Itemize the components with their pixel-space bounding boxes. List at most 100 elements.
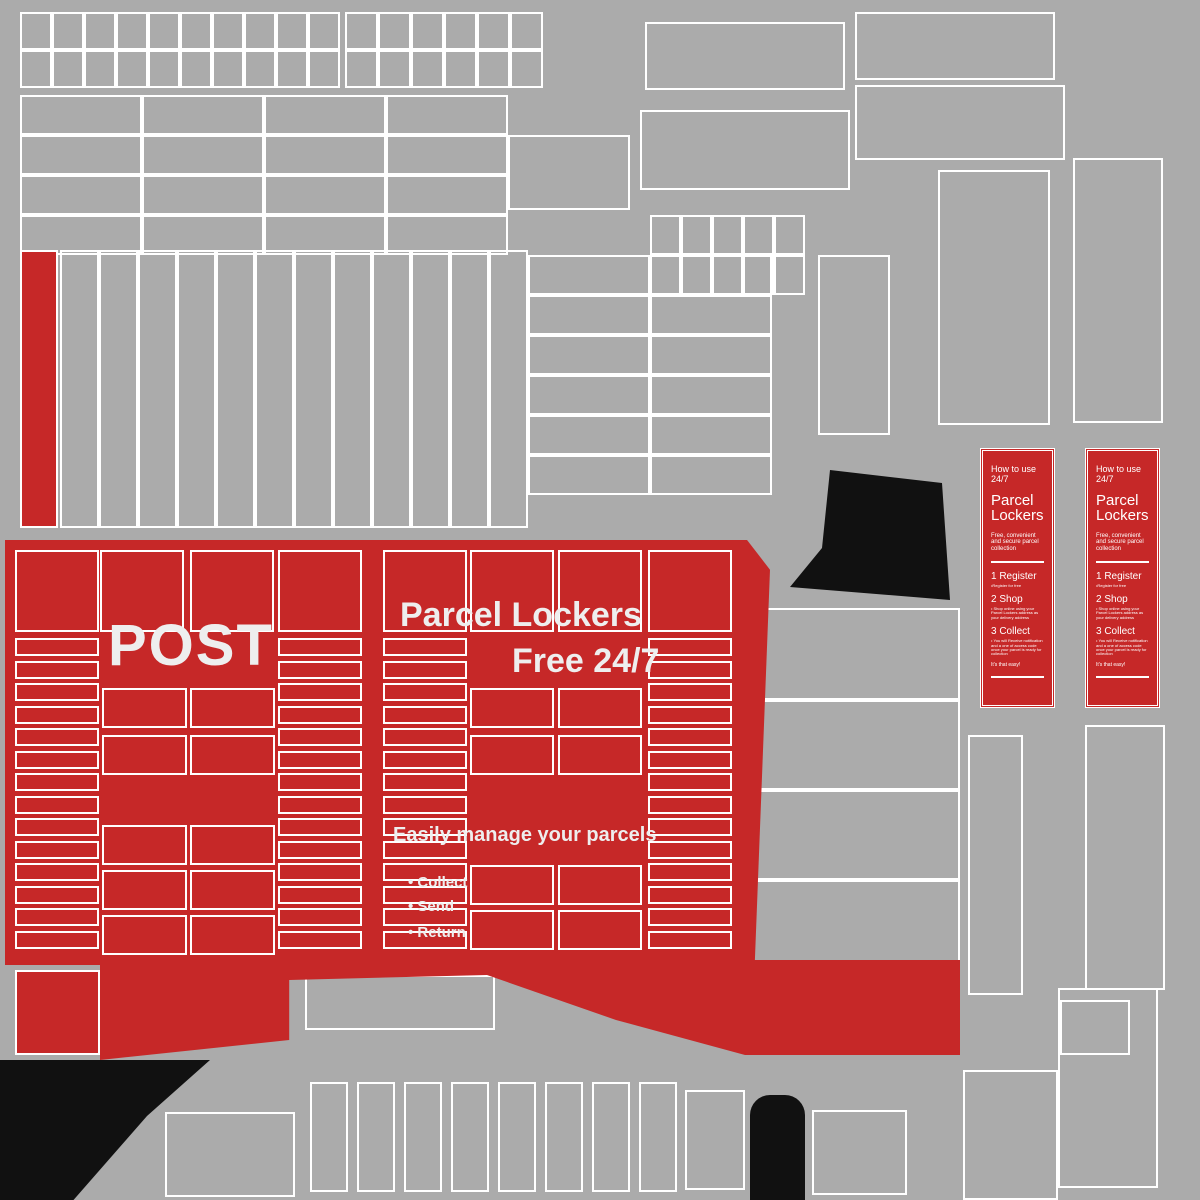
uv-island xyxy=(165,1112,295,1197)
uv-island xyxy=(386,175,508,215)
locker-door-island xyxy=(102,825,187,865)
locker-door-island xyxy=(558,910,642,950)
panel-step-detail: •Register for free xyxy=(1096,582,1127,588)
locker-door-island xyxy=(15,818,99,836)
uv-island xyxy=(450,250,489,528)
headline: Parcel Lockers xyxy=(400,596,642,634)
locker-door-island xyxy=(383,795,467,814)
uv-island xyxy=(712,215,743,255)
bullet-send: • Send xyxy=(408,898,455,915)
locker-door-island xyxy=(558,735,642,775)
uv-island xyxy=(968,735,1023,995)
panel-step-detail: •Register for free xyxy=(991,582,1022,588)
locker-door-island xyxy=(648,683,732,701)
locker-door-island xyxy=(278,660,362,679)
locker-door-island xyxy=(648,908,732,926)
locker-door-island xyxy=(15,930,99,949)
uv-island xyxy=(528,415,650,455)
locker-door-island xyxy=(648,885,732,904)
panel-step: 1 Register xyxy=(991,570,1037,582)
uv-island xyxy=(20,135,142,175)
uv-island xyxy=(444,12,477,50)
panel-line1: How to use xyxy=(991,464,1037,474)
uv-island xyxy=(528,335,650,375)
uv-island xyxy=(650,215,681,255)
uv-island xyxy=(650,335,772,375)
locker-door-island xyxy=(648,930,732,949)
uv-island xyxy=(212,12,244,50)
uv-island xyxy=(180,12,212,50)
locker-door-island xyxy=(383,550,467,632)
bullet-collect: • Collect xyxy=(408,874,468,891)
locker-door-island xyxy=(278,818,362,836)
uv-island xyxy=(812,1110,907,1195)
locker-door-island xyxy=(278,550,362,632)
uv-island xyxy=(372,250,411,528)
locker-door-island xyxy=(190,735,275,775)
uv-island xyxy=(310,1082,348,1192)
locker-door-island xyxy=(383,818,467,836)
locker-door-island xyxy=(278,795,362,814)
uv-island xyxy=(345,50,378,88)
uv-island xyxy=(20,95,142,135)
uv-island xyxy=(1073,158,1163,423)
locker-door-island xyxy=(15,863,99,881)
locker-door-island xyxy=(278,705,362,724)
uv-island xyxy=(386,135,508,175)
uv-island xyxy=(743,215,774,255)
uv-island xyxy=(378,12,411,50)
panel-closing: It's that easy! xyxy=(1096,661,1126,668)
locker-door-island xyxy=(278,885,362,904)
panel-step: 3 Collect xyxy=(1096,626,1135,638)
locker-door-island xyxy=(383,683,467,701)
uv-island xyxy=(510,12,543,50)
black-island-bottom xyxy=(750,1095,805,1200)
uv-island xyxy=(216,250,255,528)
locker-door-island xyxy=(383,908,467,926)
locker-door-island xyxy=(470,735,554,775)
post-label: POST xyxy=(108,613,274,678)
locker-door-island xyxy=(15,795,99,814)
locker-door-island xyxy=(102,915,187,955)
locker-door-island xyxy=(383,863,467,881)
locker-door-island xyxy=(383,638,467,656)
panel-step-detail: • Shop online using your Parcel Lockers … xyxy=(991,605,1039,620)
uv-island xyxy=(138,250,177,528)
uv-island xyxy=(333,250,372,528)
uv-island xyxy=(142,95,264,135)
locker-door-island xyxy=(470,910,554,950)
uv-island xyxy=(489,250,528,528)
uv-island xyxy=(116,12,148,50)
locker-door-island xyxy=(558,688,642,728)
uv-island xyxy=(264,215,386,255)
locker-door-island xyxy=(278,908,362,926)
uv-island xyxy=(386,215,508,255)
uv-island xyxy=(20,50,52,88)
bottom-red-strip xyxy=(100,960,960,1060)
uv-island xyxy=(740,788,960,792)
locker-door-island xyxy=(15,705,99,724)
uv-island xyxy=(386,95,508,135)
locker-door-island xyxy=(470,865,554,905)
uv-island xyxy=(508,135,630,210)
panel-step-detail: • You will Receive notification and a on… xyxy=(1096,638,1148,657)
uv-island xyxy=(52,50,84,88)
locker-door-island xyxy=(648,728,732,746)
uv-island xyxy=(60,250,99,528)
uv-island xyxy=(180,50,212,88)
locker-door-island xyxy=(15,660,99,679)
uv-island xyxy=(740,878,960,882)
uv-island xyxy=(20,12,52,50)
uv-island xyxy=(212,50,244,88)
locker-door-island xyxy=(648,550,732,632)
panel-subtitle: Free, convenient and secure parcel colle… xyxy=(1096,532,1144,552)
uv-island xyxy=(510,50,543,88)
locker-door-island xyxy=(648,705,732,724)
locker-door-island xyxy=(470,550,554,632)
panel-line1: How to use xyxy=(1096,464,1142,474)
locker-door-island xyxy=(102,735,187,775)
panel-line2: 24/7 xyxy=(991,473,1009,484)
locker-door-island xyxy=(383,728,467,746)
uv-island xyxy=(404,1082,442,1192)
uv-island xyxy=(357,1082,395,1192)
